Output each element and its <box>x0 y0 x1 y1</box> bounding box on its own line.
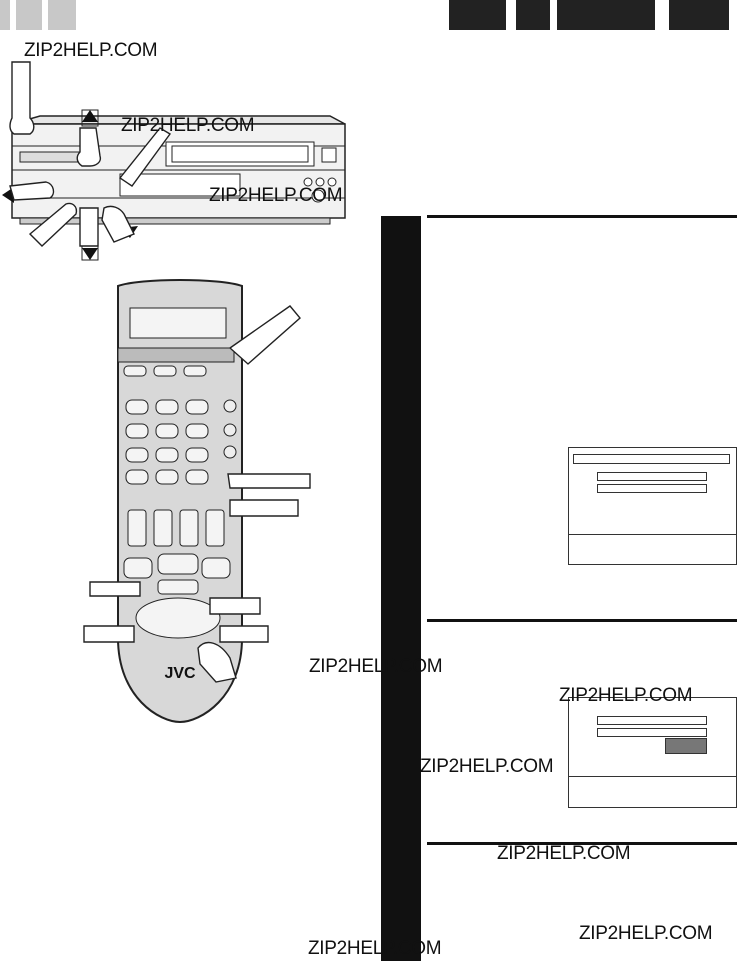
osd-screen-1 <box>568 447 737 565</box>
watermark-2: ZIP2HELP.COM <box>121 115 255 136</box>
section-rule-1 <box>427 215 737 218</box>
header-tab-dark-4 <box>669 0 729 30</box>
watermark-3: ZIP2HELP.COM <box>209 185 343 206</box>
vcr-illustration <box>2 61 346 261</box>
header-tab-dark-1 <box>449 0 506 30</box>
header-tab-dark-2 <box>516 0 550 30</box>
watermark-5: ZIP2HELP.COM <box>559 685 693 706</box>
watermark-1: ZIP2HELP.COM <box>24 40 158 61</box>
header-tab-dark-3 <box>557 0 655 30</box>
remote-brand-logo: JVC <box>164 665 196 682</box>
section-rule-2 <box>427 619 737 622</box>
header-tab-light-2 <box>16 0 42 30</box>
header-tab-light-1 <box>0 0 10 30</box>
header-tab-light-3 <box>48 0 76 30</box>
watermark-8: ZIP2HELP.COM <box>579 923 713 944</box>
watermark-6: ZIP2HELP.COM <box>420 756 554 777</box>
remote-illustration: JVC <box>83 279 311 724</box>
watermark-9: ZIP2HELP.COM <box>308 938 442 959</box>
watermark-7: ZIP2HELP.COM <box>497 843 631 864</box>
section-sidebar <box>381 216 421 961</box>
watermark-4: ZIP2HELP.COM <box>309 656 443 677</box>
osd-screen-2 <box>568 697 737 808</box>
section-rule-3 <box>427 842 737 845</box>
